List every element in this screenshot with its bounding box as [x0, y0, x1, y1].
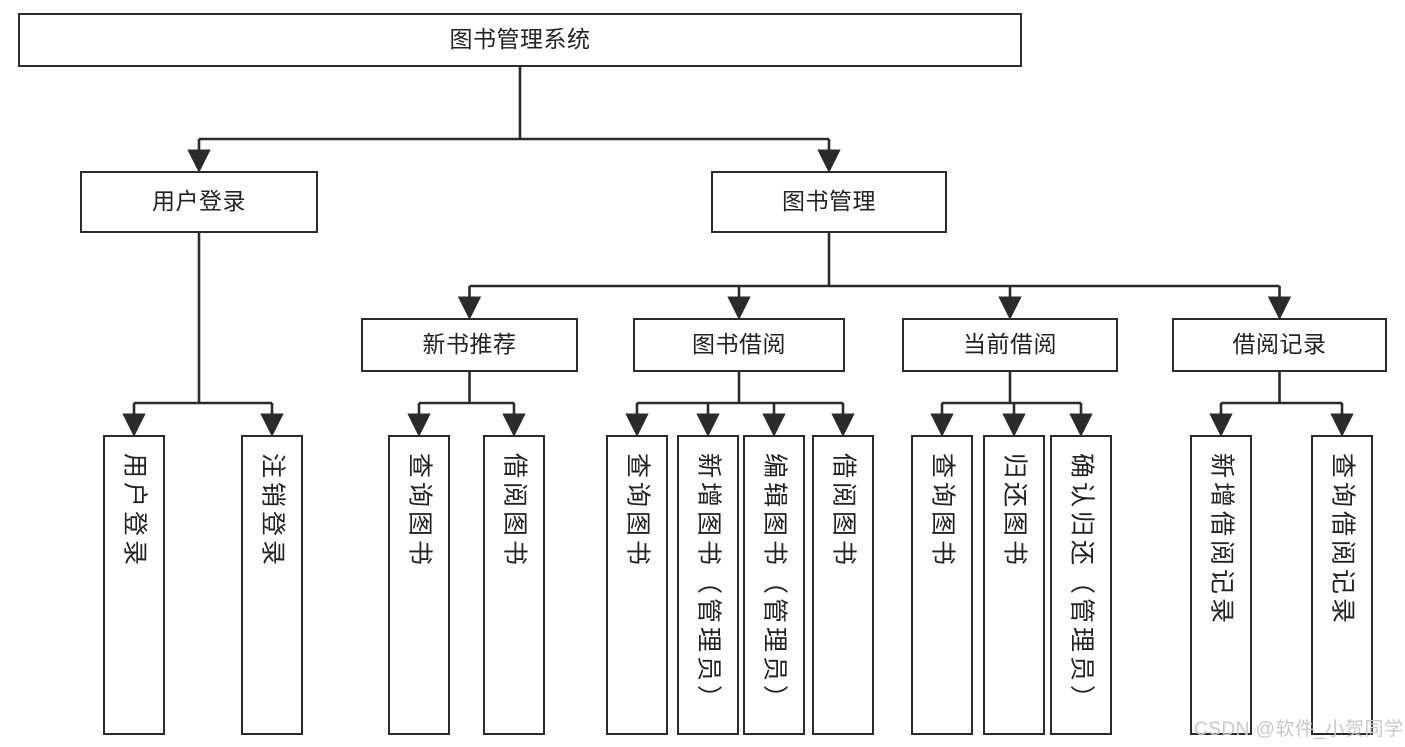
node-leaf-addrec[interactable]: 新增借阅记录 [1190, 435, 1252, 735]
node-label: 新增图书（管理员） [694, 453, 723, 715]
node-label: 确认归还（管理员） [1067, 453, 1096, 715]
node-label: 新书推荐 [422, 331, 517, 358]
node-leaf-login[interactable]: 用户登录 [103, 435, 165, 735]
node-login[interactable]: 用户登录 [80, 171, 318, 233]
node-newbook[interactable]: 新书推荐 [361, 318, 578, 372]
node-current[interactable]: 当前借阅 [902, 318, 1118, 372]
node-label: 用户登录 [152, 188, 246, 215]
node-leaf-q2[interactable]: 查询图书 [606, 435, 668, 735]
node-leaf-b2[interactable]: 借阅图书 [812, 435, 874, 735]
node-label: 用户登录 [120, 453, 149, 570]
node-label: 查询图书 [623, 453, 652, 570]
node-leaf-add[interactable]: 新增图书（管理员） [677, 435, 739, 735]
node-leaf-b1[interactable]: 借阅图书 [483, 435, 545, 735]
node-label: 借阅图书 [829, 453, 858, 570]
node-label: 借阅记录 [1232, 331, 1327, 358]
node-label: 查询借阅记录 [1328, 453, 1357, 628]
node-label: 图书管理系统 [449, 26, 591, 53]
node-label: 图书管理 [782, 188, 876, 215]
csdn-watermark: CSDN @软件_小贺同学 [1194, 719, 1404, 740]
node-label: 查询图书 [928, 453, 957, 570]
node-leaf-confirm[interactable]: 确认归还（管理员） [1050, 435, 1112, 735]
node-label: 借阅图书 [500, 453, 529, 570]
node-leaf-edit[interactable]: 编辑图书（管理员） [743, 435, 805, 735]
node-borrow[interactable]: 图书借阅 [633, 318, 845, 372]
node-label: 当前借阅 [963, 331, 1057, 358]
node-leaf-logout[interactable]: 注销登录 [241, 435, 303, 735]
node-leaf-q3[interactable]: 查询图书 [911, 435, 973, 735]
node-bookmgmt[interactable]: 图书管理 [711, 171, 947, 233]
node-leaf-qrec[interactable]: 查询借阅记录 [1311, 435, 1373, 735]
node-label: 编辑图书（管理员） [760, 453, 789, 715]
node-label: 新增借阅记录 [1207, 453, 1236, 628]
node-root[interactable]: 图书管理系统 [18, 13, 1022, 67]
node-label: 注销登录 [258, 453, 287, 570]
node-leaf-q1[interactable]: 查询图书 [388, 435, 450, 735]
node-label: 查询图书 [405, 453, 434, 570]
node-records[interactable]: 借阅记录 [1172, 318, 1387, 372]
node-label: 归还图书 [1000, 453, 1029, 570]
node-leaf-return[interactable]: 归还图书 [983, 435, 1045, 735]
node-label: 图书借阅 [692, 331, 786, 358]
